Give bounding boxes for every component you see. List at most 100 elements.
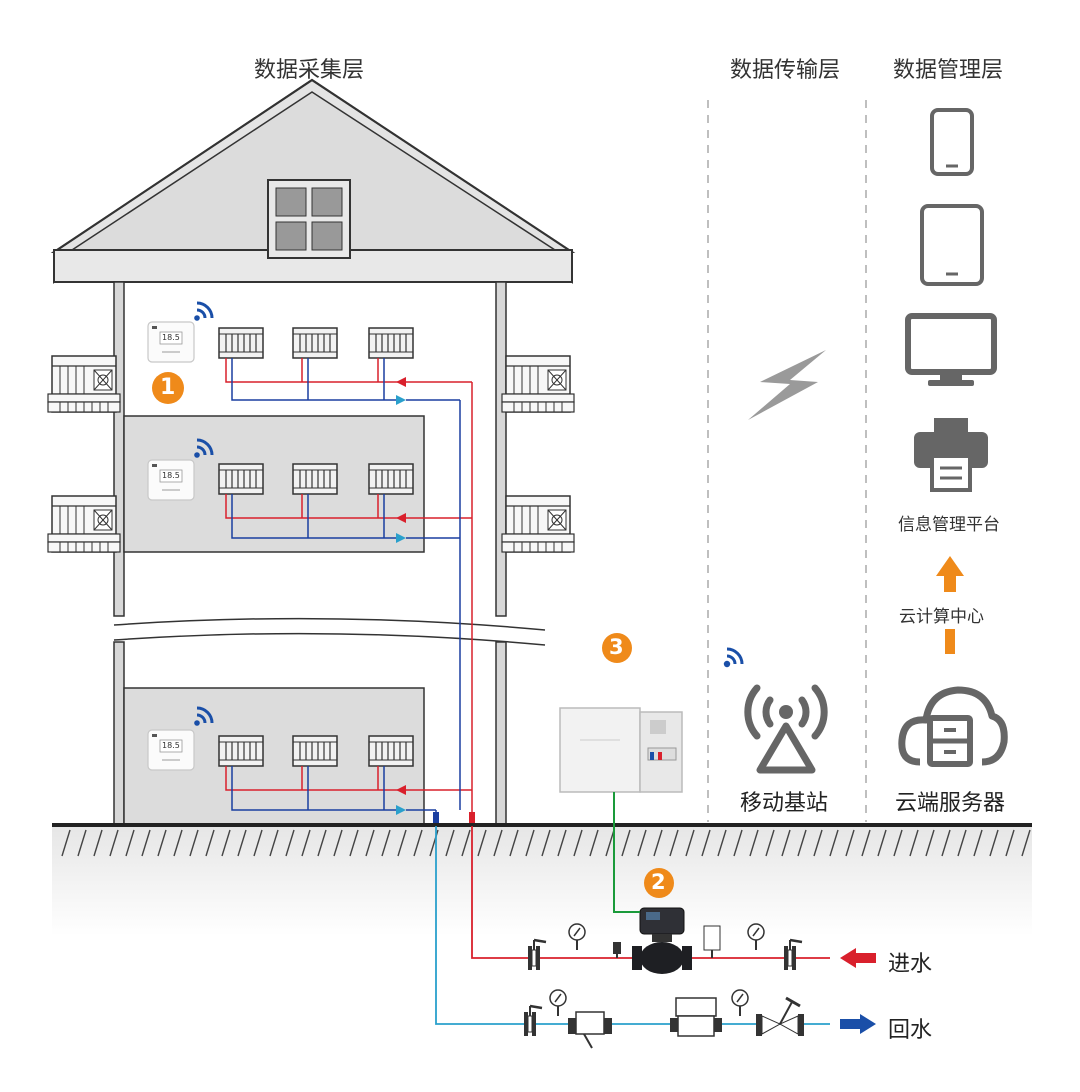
thermostat-reading: 18.5: [162, 333, 180, 342]
radiator-icon: [218, 327, 264, 359]
hatch-line: [653, 829, 663, 857]
water-out-arrow-icon: [840, 1014, 876, 1034]
printer-icon: [914, 418, 988, 492]
supply-valve-icon: [782, 938, 804, 972]
hatch-line: [461, 829, 471, 857]
hatch-line: [621, 829, 631, 857]
hatch-line: [109, 829, 119, 857]
hatch-line: [349, 829, 359, 857]
tablet-icon: [920, 204, 984, 286]
floor-middle: [147, 438, 472, 543]
hatch-line: [701, 829, 711, 857]
hatch-line: [845, 829, 855, 857]
hatch-line: [237, 829, 247, 857]
layer-title-collection: 数据采集层: [254, 58, 365, 83]
lightning-icon: [748, 350, 826, 420]
motorized-valve-icon: [632, 907, 692, 974]
radiator-icon: [292, 463, 338, 495]
supply-pipe: [471, 826, 830, 959]
hatch-line: [381, 829, 391, 857]
ground-hatch: [61, 829, 1031, 857]
radiator-icon: [292, 735, 338, 767]
pressure-gauge-icon: [549, 989, 567, 1017]
marker-2-label: 2: [651, 870, 666, 894]
pressure-gauge-icon: [568, 923, 586, 951]
hatch-line: [637, 829, 647, 857]
hatch-line: [493, 829, 503, 857]
radiator-icon: [218, 463, 264, 495]
marker-1: [152, 372, 184, 404]
label-water-in: 进水: [888, 952, 933, 977]
hatch-line: [205, 829, 215, 857]
up-arrow-icon: [936, 556, 964, 654]
radiator-icon: [368, 735, 414, 767]
marker-3: [602, 633, 632, 663]
hatch-line: [61, 829, 71, 857]
label-platform: 信息管理平台: [898, 515, 1000, 535]
hatch-line: [125, 829, 135, 857]
hatch-line: [749, 829, 759, 857]
marker-2: [644, 868, 674, 898]
hatch-line: [157, 829, 167, 857]
pressure-gauge-icon: [731, 989, 749, 1017]
hatch-line: [189, 829, 199, 857]
thermostat-reading: 18.5: [162, 741, 180, 750]
hatch-line: [941, 829, 951, 857]
hatch-line: [989, 829, 999, 857]
hatch-line: [813, 829, 823, 857]
hatch-line: [925, 829, 935, 857]
radiator-icon: [368, 327, 414, 359]
balcony-right-lower: [501, 495, 575, 553]
water-in-arrow-icon: [840, 948, 876, 968]
wifi-icon: [723, 647, 744, 668]
hatch-line: [333, 829, 343, 857]
hatch-line: [445, 829, 455, 857]
hatch-line: [909, 829, 919, 857]
hatch-line: [557, 829, 567, 857]
hatch-line: [477, 829, 487, 857]
hatch-line: [573, 829, 583, 857]
hatch-line: [397, 829, 407, 857]
label-cloud-server: 云端服务器: [895, 791, 1006, 816]
hatch-line: [317, 829, 327, 857]
radiator-icon: [292, 327, 338, 359]
smartphone-icon: [930, 108, 974, 176]
hatch-line: [957, 829, 967, 857]
hatch-line: [301, 829, 311, 857]
balcony-left-lower: [47, 495, 121, 553]
hatch-line: [669, 829, 679, 857]
hatch-line: [829, 829, 839, 857]
signal-line: [613, 792, 640, 913]
radiator-icon: [368, 463, 414, 495]
base-station-icon: [744, 684, 828, 774]
thermostat-icon: [147, 459, 195, 501]
hatch-line: [973, 829, 983, 857]
hatch-line: [861, 829, 871, 857]
hatch-line: [1005, 829, 1015, 857]
thermostat-icon: [147, 321, 195, 363]
hatch-line: [797, 829, 807, 857]
hatch-line: [365, 829, 375, 857]
house-roof: [50, 78, 576, 284]
floor-top: [147, 301, 472, 405]
filter-icon: [568, 1011, 612, 1049]
pressure-gauge-icon: [747, 923, 765, 951]
hatch-line: [685, 829, 695, 857]
hatch-line: [93, 829, 103, 857]
sensor-icon: [703, 925, 721, 958]
hatch-line: [221, 829, 231, 857]
hatch-line: [589, 829, 599, 857]
radiator-icon: [218, 735, 264, 767]
hatch-line: [893, 829, 903, 857]
hatch-line: [173, 829, 183, 857]
supply-valve-icon: [526, 938, 548, 972]
floor-ground: [147, 706, 472, 815]
hatch-line: [77, 829, 87, 857]
balancing-valve-icon: [756, 996, 804, 1036]
hatch-line: [877, 829, 887, 857]
layer-title-transmission: 数据传输层: [730, 58, 841, 83]
hatch-line: [141, 829, 151, 857]
hatch-line: [733, 829, 743, 857]
thermostat-reading: 18.5: [162, 471, 180, 480]
